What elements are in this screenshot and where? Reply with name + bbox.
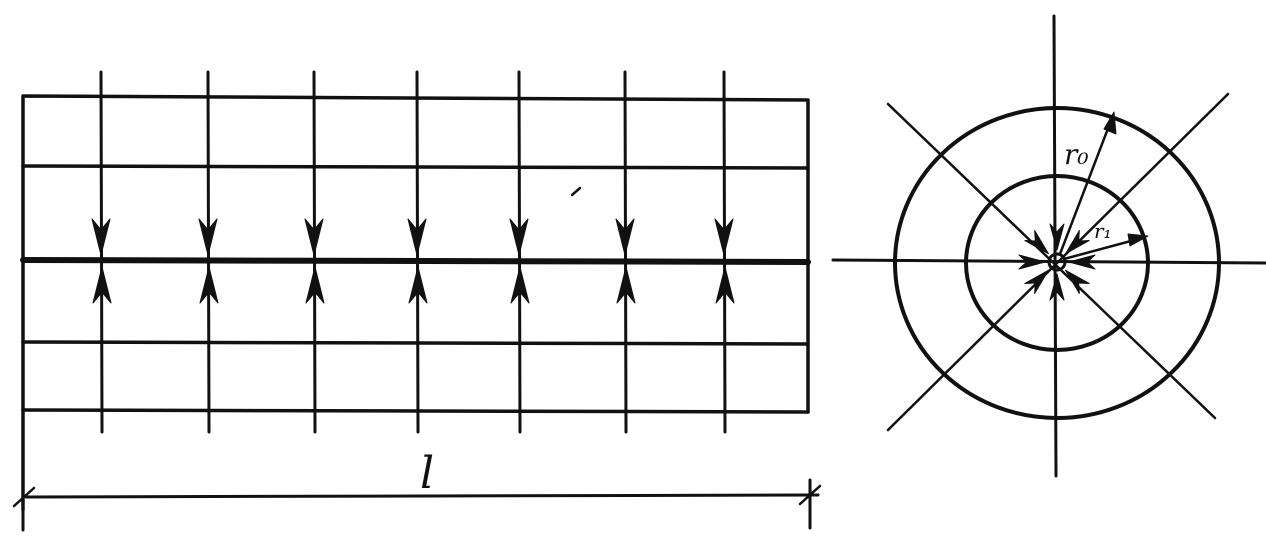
streamline-arrow-down-1 <box>91 218 111 256</box>
horizontal-line-3 <box>21 340 810 346</box>
dimension-slash-right <box>798 484 822 506</box>
radius-outer-line <box>1058 116 1114 256</box>
radial-arrow-2 <box>1068 254 1096 270</box>
radius-inner-vector: r₁ <box>1062 219 1149 261</box>
radial-arrow-4 <box>1049 273 1065 301</box>
streamline-arrow-down-4 <box>407 218 427 256</box>
dimension-line <box>24 493 820 499</box>
streamline-arrow-down-6 <box>615 218 635 256</box>
streamlines <box>91 70 735 434</box>
reservoir-rectangle <box>21 94 810 512</box>
radial-arrow-6 <box>1065 229 1090 255</box>
radial-arrow-8 <box>1065 269 1090 295</box>
stray-mark <box>570 186 582 197</box>
length-label: l <box>420 448 434 499</box>
horizontal-line-4 <box>21 408 810 414</box>
streamline-arrow-up-5 <box>510 266 530 304</box>
streamline-arrow-down-2 <box>198 218 218 256</box>
horizontal-line-1 <box>21 164 810 170</box>
radial-arrow-7 <box>1024 269 1049 295</box>
streamline-arrow-up-2 <box>199 266 219 304</box>
radius-outer-arrowhead <box>1103 111 1117 135</box>
streamline-arrow-down-7 <box>714 218 734 256</box>
streamline-arrow-down-5 <box>509 218 529 256</box>
streamline-arrow-up-4 <box>408 266 428 304</box>
streamline-arrow-up-6 <box>616 266 636 304</box>
horizontal-line-center <box>20 257 811 265</box>
diagonal-line-1 <box>886 102 1217 420</box>
vertical-axis <box>1052 14 1058 478</box>
outer-radius-label: r₀ <box>1064 138 1089 171</box>
inner-radius-label: r₁ <box>1094 219 1112 243</box>
radial-flow-panel: r₀ r₁ <box>831 14 1266 478</box>
radial-arrows <box>1018 223 1096 301</box>
radius-inner-arrowhead <box>1127 233 1149 247</box>
radial-arrow-1 <box>1018 254 1046 270</box>
length-dimension: l <box>12 448 822 532</box>
inner-circle <box>964 174 1150 352</box>
radial-arrow-5 <box>1024 229 1049 255</box>
streamline-arrow-up-3 <box>305 266 325 304</box>
streamline-arrow-up-1 <box>92 266 112 304</box>
streamline-arrow-up-7 <box>715 266 735 304</box>
radial-arrow-3 <box>1049 223 1065 251</box>
well-circle <box>1047 252 1067 272</box>
streamline-arrow-down-3 <box>304 218 324 256</box>
linear-flow-panel: l <box>12 70 822 532</box>
radius-outer-vector: r₀ <box>1058 111 1117 256</box>
dimension-slash-left <box>12 486 36 508</box>
outer-circle <box>893 106 1221 420</box>
